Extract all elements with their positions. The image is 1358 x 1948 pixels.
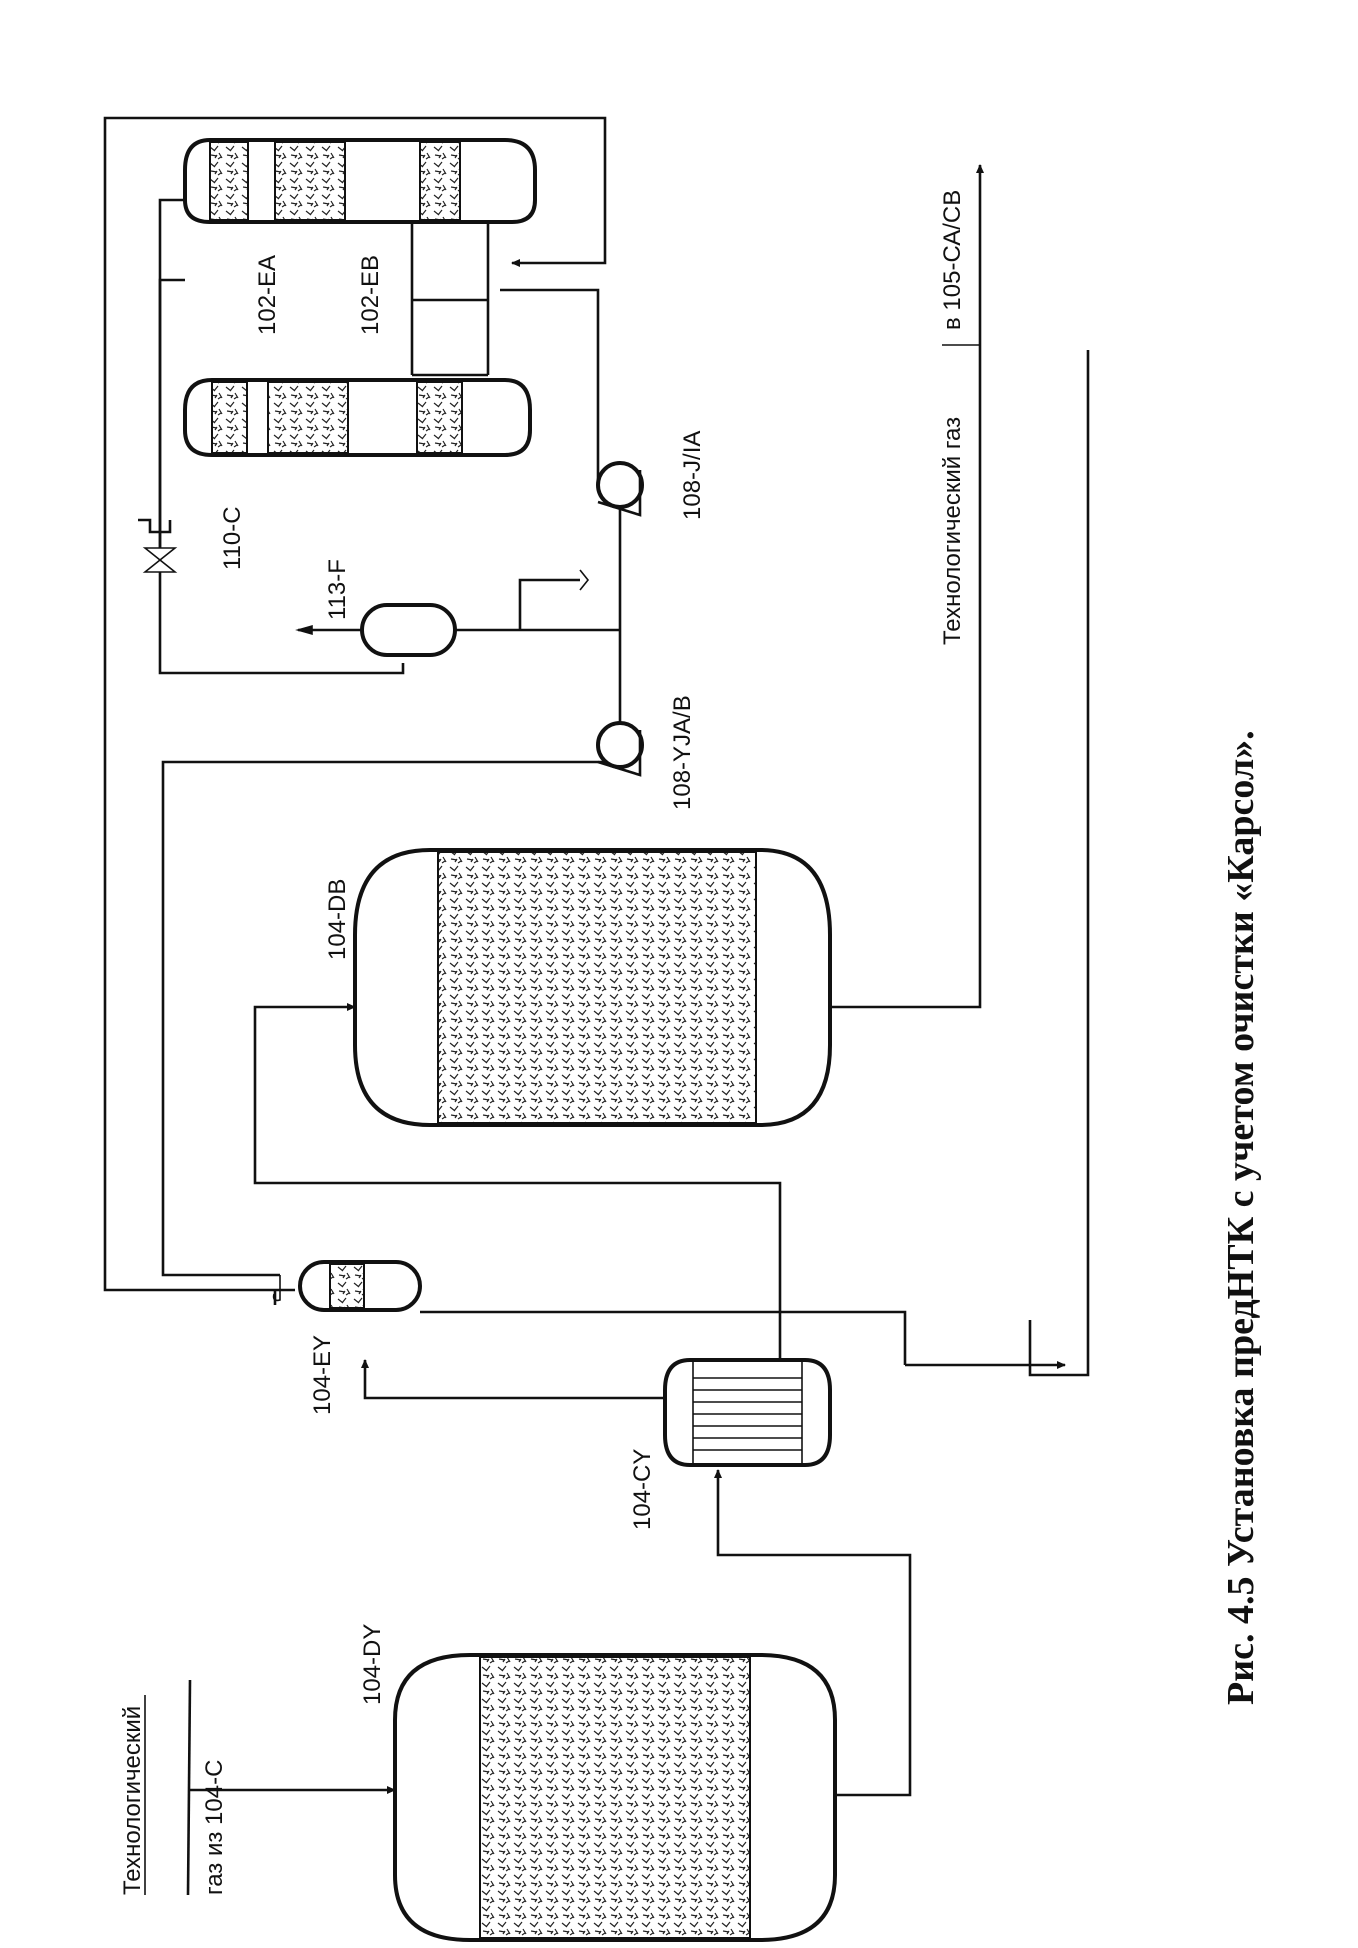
vessel-113-f [360, 603, 457, 657]
label-104-ey: 104-EY [309, 1335, 336, 1415]
c110-line [158, 278, 185, 540]
drain-branch [518, 578, 580, 630]
label-outlet-left: Технологический газ [939, 417, 966, 645]
jia-discharge-line [500, 288, 600, 485]
top-loop-line [103, 116, 607, 1292]
label-113-f: 113-F [324, 559, 351, 620]
label-inlet-bottom: газ из 104-С [201, 1760, 228, 1895]
vessel-102-eb [183, 378, 532, 457]
labels: Технологический газ из 104-С 104-DY 104-… [119, 190, 980, 1895]
dy-to-cy-line [714, 1469, 912, 1797]
vessel-104-dy [393, 1653, 837, 1942]
pump-108-yja-b [596, 721, 644, 777]
exchanger-104-cy [663, 1358, 832, 1467]
piping [103, 116, 1090, 1896]
ea-eb-frame [412, 220, 488, 377]
label-102-eb: 102-EB [357, 255, 384, 335]
ey-outlet-line [420, 1310, 907, 1365]
vessel-104-ey [298, 1260, 422, 1312]
vessel-102-ea [183, 138, 537, 224]
label-inlet-top: Технологический [119, 1706, 146, 1895]
drain-funnel [579, 569, 590, 591]
inlet-line [186, 1679, 192, 1896]
pump-108-j-ia [596, 461, 644, 517]
f113-line [158, 198, 405, 675]
label-104-cy: 104-CY [629, 1449, 656, 1530]
label-108-yja-b: 108-YJA/B [669, 695, 696, 810]
db-outlet-line [830, 164, 984, 1009]
label-108-j-ia: 108-J/IA [679, 431, 706, 520]
figure-caption: Рис. 4.5 Установка предНТК с учетом очис… [1220, 730, 1262, 1705]
label-110-c: 110-C [219, 506, 246, 570]
sparger [272, 1275, 281, 1302]
f113-vent-arrow [295, 624, 313, 636]
return-gas-line [1028, 350, 1090, 1377]
cy-to-ey-line [361, 1359, 700, 1400]
label-104-dy: 104-DY [359, 1624, 386, 1705]
label-102-ea: 102-EA [254, 255, 281, 335]
vessel-104-db [353, 848, 832, 1127]
ey-to-db-line [253, 1003, 782, 1365]
label-outlet-right: в 105-СА/СВ [939, 190, 966, 330]
label-104-db: 104-DB [324, 879, 351, 960]
fan-110-c [138, 518, 178, 573]
